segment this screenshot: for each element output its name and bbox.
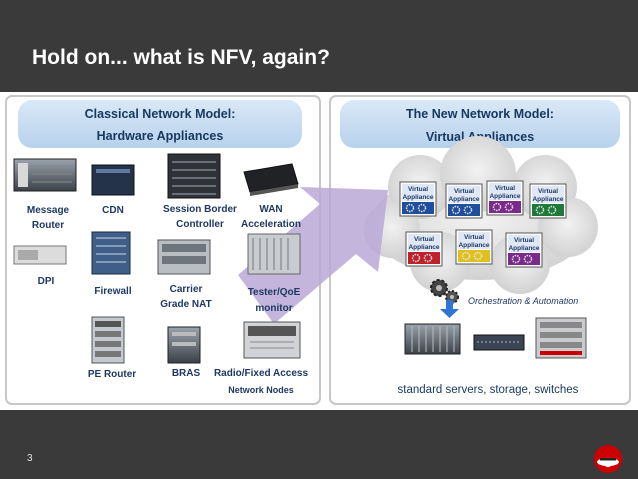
page-number: 3 [27,453,33,464]
virtual-appliance-label: Appliance [402,194,433,201]
bras-device [167,326,201,364]
label-tester-1: Tester/QoE [248,287,301,298]
label-cgnat-2: Grade NAT [160,299,212,310]
label-pe-router-1: PE Router [88,369,136,380]
wan-acceleration-device [243,163,299,196]
label-cdn-1: CDN [102,205,124,216]
tester-qoe-monitor-device [247,233,301,275]
virtual-appliance-label: Virtual [414,236,434,243]
label-bras-1: BRAS [172,368,201,379]
session-border-controller-device [167,153,221,199]
transformation-arrow [238,187,388,324]
gear-icon [523,254,533,264]
label-wan-1: WAN [259,204,282,215]
message-router-device [13,158,77,192]
gear-icon [473,251,483,261]
classical-title-line1: Classical Network Model: [85,107,236,121]
blade-server-icon [404,323,461,355]
virtual-appliance-label: Virtual [538,188,558,195]
virtual-appliance-label: Appliance [508,245,539,252]
virtual-appliances: VirtualApplianceVirtualApplianceVirtualA… [399,180,567,268]
gear-icon [547,205,557,215]
label-firewall-1: Firewall [94,286,131,297]
virtual-appliance-label: Virtual [464,234,484,241]
switch-chassis-icon [535,317,587,359]
firewall-device [91,231,131,275]
virtual-appliance-label: Appliance [489,193,520,200]
orchestration-label: Orchestration & Automation [468,296,578,306]
virtual-appliance-label: Virtual [454,188,474,195]
gear-icon [511,254,521,264]
orchestration-arrow-shaft [446,300,453,309]
classical-header-band [18,100,302,148]
red-hat-logo-icon [591,444,625,479]
label-radio-2: Network Nodes [228,385,294,395]
label-message-router-1: Message [27,205,70,216]
gear-icon [411,253,421,263]
virtual-appliance-label: Appliance [448,196,479,203]
label-tester-2: monitor [255,303,292,314]
classical-title-line2: Hardware Appliances [97,129,224,143]
virtual-appliance-label: Appliance [532,196,563,203]
nfv-diagram-svg: Classical Network Model: Hardware Applia… [5,95,631,405]
gear-icon [504,202,514,212]
virtual-appliance-label: Appliance [458,242,489,249]
slide-title: Hold on... what is NFV, again? [32,46,330,69]
orchestration-arrow-head [440,309,459,318]
gear-icon [405,203,415,213]
pe-router-device [91,316,125,364]
cdn-device [91,164,135,196]
gear-icon [463,205,473,215]
virtual-appliance-label: Virtual [514,237,534,244]
label-cgnat-1: Carrier [170,284,203,295]
gear-icon [461,251,471,261]
virtual-appliance-label: Virtual [495,185,515,192]
carrier-grade-nat-device [157,239,211,275]
gear-icon [451,205,461,215]
label-dpi-1: DPI [38,276,55,287]
label-message-router-2: Router [32,220,64,231]
gear-icon [535,205,545,215]
gear-icon [492,202,502,212]
storage-array-icon [473,334,525,351]
new-model-title-line1: The New Network Model: [406,107,554,121]
gear-icon [423,253,433,263]
label-radio-1: Radio/Fixed Access [214,368,309,379]
radio-access-device [243,321,301,359]
label-wan-2: Acceleration [241,219,301,230]
new-model-header-band [340,100,620,148]
label-sbc-1: Session Border [163,204,237,215]
virtual-appliance-label: Virtual [408,186,428,193]
label-sbc-2: Controller [176,219,224,230]
nfv-diagram: Classical Network Model: Hardware Applia… [0,92,638,410]
dpi-device [13,245,67,265]
standard-hardware-label: standard servers, storage, switches [398,384,579,396]
gear-icon [417,203,427,213]
virtual-appliance-label: Appliance [408,244,439,251]
